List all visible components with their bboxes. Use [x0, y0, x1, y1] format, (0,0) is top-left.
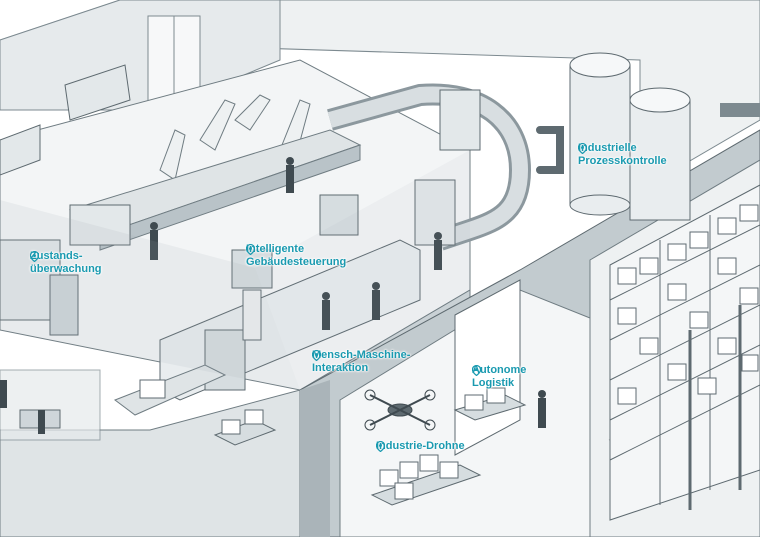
label-line: Intelligente	[246, 243, 305, 255]
workers	[0, 157, 546, 434]
label-line: überwachung	[30, 263, 102, 275]
label-drohne[interactable]: Industrie-Drohne	[376, 440, 465, 453]
label-line: Zustands-	[30, 250, 83, 262]
label-line: Prozesskontrolle	[578, 155, 667, 167]
drone	[364, 389, 436, 431]
shelf-boxes	[617, 204, 759, 405]
building-controller	[231, 194, 359, 341]
back-wall	[0, 0, 760, 191]
label-line: Logistik	[472, 377, 515, 389]
label-line: Industrielle	[578, 142, 637, 154]
label-line: Interaktion	[312, 362, 369, 374]
location-pin-icon	[312, 350, 321, 361]
location-pin-icon	[472, 365, 481, 376]
location-pin-icon	[246, 244, 255, 255]
office-glass	[0, 369, 101, 441]
label-zustandsueberwachung[interactable]: Zustands-überwachung	[30, 250, 102, 276]
process-tank-2	[629, 87, 691, 221]
location-pin-icon	[376, 441, 385, 452]
process-tank-1	[569, 52, 631, 216]
label-line: Gebäudesteuerung	[246, 256, 347, 268]
agv-center	[213, 409, 277, 446]
label-line: Mensch-Maschine-	[312, 349, 411, 361]
location-pin-icon	[578, 143, 587, 154]
location-pin-icon	[30, 251, 39, 262]
label-line: Industrie-Drohne	[376, 440, 465, 452]
label-line: Autonome	[472, 364, 527, 376]
left-wall	[0, 0, 281, 111]
agv-logistics	[453, 387, 527, 421]
robot-arms	[159, 94, 311, 181]
label-mensch-maschine[interactable]: Mensch-Maschine-Interaktion	[312, 349, 410, 375]
